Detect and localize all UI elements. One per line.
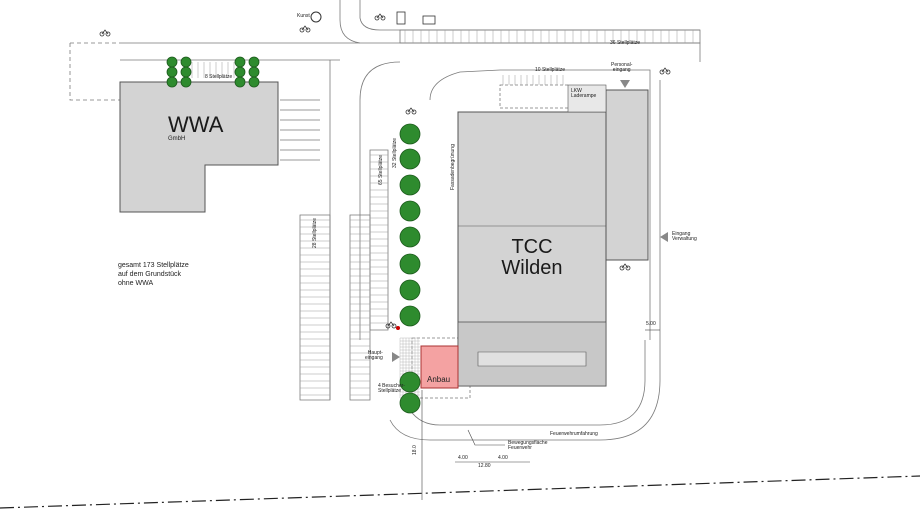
parking-label-28: 28 Stellplätze xyxy=(312,217,318,248)
tree-icon xyxy=(399,174,421,196)
summary-line1: gesamt 173 Stellplätze xyxy=(118,262,189,269)
tree-icon xyxy=(399,148,421,170)
personal-line2: eingang xyxy=(612,67,631,73)
kunst-label: Kunst xyxy=(297,13,310,19)
bicycle-icon xyxy=(385,321,397,329)
summary-line3: ohne WWA xyxy=(118,279,154,287)
tree-icon xyxy=(234,56,246,68)
arrow-verwaltung xyxy=(660,232,668,242)
kiosk-1 xyxy=(396,11,406,25)
tcc-annex xyxy=(605,89,649,261)
loop-road xyxy=(359,61,651,340)
haupteingang-line1: Haupt- xyxy=(367,350,383,356)
tree-icon xyxy=(166,66,178,78)
parking-row-36 xyxy=(399,29,701,44)
visitors-line2: Stellplätze xyxy=(378,388,402,394)
parking-label-36: 36 Stellplätze xyxy=(610,40,641,46)
anbau-building xyxy=(420,345,459,389)
lkw-line1: LKW xyxy=(571,88,582,94)
tree-icon xyxy=(399,305,421,327)
tcc-loading-dock xyxy=(567,84,607,113)
wwa-ramp xyxy=(280,99,320,161)
haupteingang-line2: eingang xyxy=(365,355,383,361)
tcc-line2: Wilden xyxy=(501,257,563,279)
bicycle-icon xyxy=(99,29,111,37)
parking-label-32: 32 Stellplätze xyxy=(392,137,398,168)
lkw-line2: Laderampe xyxy=(571,93,597,99)
dim-label-4: 18.0 xyxy=(412,445,418,455)
parking-col-32 xyxy=(369,149,389,331)
bicycle-icon xyxy=(659,67,671,75)
wwa-boundary xyxy=(69,42,120,101)
tree-icon xyxy=(248,66,260,78)
wwa-title: WWA xyxy=(168,112,224,137)
property-line xyxy=(0,475,920,509)
art-symbol-icon xyxy=(310,11,322,23)
haupteingang-label: Haupt- eingang xyxy=(365,351,383,361)
fire-route xyxy=(389,80,661,441)
parking-label-10: 10 Stellplätze xyxy=(535,67,566,73)
tree-icon xyxy=(399,392,421,414)
tree-icon xyxy=(399,123,421,145)
tcc-notch xyxy=(477,351,587,367)
bewegung-line2: Feuerwehr xyxy=(508,445,532,451)
verwaltung-line2: Verwaltung xyxy=(672,236,697,242)
zone-10-stellplaetze xyxy=(499,84,571,109)
dim-label-5: 5.00 xyxy=(646,321,656,327)
tree-icon xyxy=(399,279,421,301)
verwaltung-line1: Eingang xyxy=(672,231,691,237)
bicycle-icon xyxy=(374,13,386,21)
feuerwehr-label: Feuerwehrumfahrung xyxy=(550,431,598,437)
tcc-title: TCC Wilden xyxy=(490,237,574,279)
verwaltung-label: Eingang Verwaltung xyxy=(672,232,697,242)
anbau-label: Anbau xyxy=(427,375,451,384)
tree-icon xyxy=(399,226,421,248)
bewegung-line1: Bewegungsfläche xyxy=(508,440,548,446)
personal-label: Personal- eingang xyxy=(611,63,632,73)
fire-route-inner xyxy=(409,340,646,426)
parking-col-28 xyxy=(299,214,331,401)
arrow-haupteingang xyxy=(392,352,400,362)
tree-icon xyxy=(234,66,246,78)
parking-col-65 xyxy=(349,214,371,401)
tree-icon xyxy=(180,56,192,68)
bewegung-label: Bewegungsfläche Feuerwehr xyxy=(508,441,547,451)
visitors-label: 4 Besucher- Stellplätze xyxy=(378,384,405,394)
visitors-line1: 4 Besucher- xyxy=(378,383,405,389)
red-marker xyxy=(396,326,400,330)
parking-label-8: 8 Stellplätze xyxy=(205,74,233,80)
lkw-label: LKW Laderampe xyxy=(571,89,596,99)
tree-icon xyxy=(399,253,421,275)
tree-icon xyxy=(248,76,260,88)
road-curve-left xyxy=(339,0,361,44)
bewegung-pointer xyxy=(467,429,505,446)
summary-line2: auf dem Grundstück xyxy=(118,270,182,278)
bicycle-icon xyxy=(619,263,631,271)
road-curve-right xyxy=(359,0,700,31)
arrow-personal xyxy=(620,80,630,88)
tree-icon xyxy=(399,200,421,222)
tcc-line1: TCC xyxy=(511,236,553,258)
tree-icon xyxy=(180,76,192,88)
dim-label-1: 4.00 xyxy=(458,455,468,461)
kiosk-2 xyxy=(422,15,436,25)
personal-line1: Personal- xyxy=(611,62,633,68)
bicycle-icon xyxy=(299,25,311,33)
summary-text: gesamt 173 Stellplätze auf dem Grundstüc… xyxy=(118,262,189,288)
tree-icon xyxy=(166,56,178,68)
tree-icon xyxy=(248,56,260,68)
wwa-subtitle: GmbH xyxy=(168,136,186,142)
parking-label-65: 65 Stellplätze xyxy=(378,154,384,185)
fassade-label: Fassadenbegrünung xyxy=(450,144,456,190)
wwa-building xyxy=(119,81,279,213)
tree-icon xyxy=(234,76,246,88)
tree-icon xyxy=(180,66,192,78)
dim-label-2: 12.80 xyxy=(478,463,491,469)
dim-label-3: 4.00 xyxy=(498,455,508,461)
bicycle-icon xyxy=(405,107,417,115)
tree-icon xyxy=(166,76,178,88)
tree-row xyxy=(166,56,421,414)
tree-icon xyxy=(399,371,421,393)
